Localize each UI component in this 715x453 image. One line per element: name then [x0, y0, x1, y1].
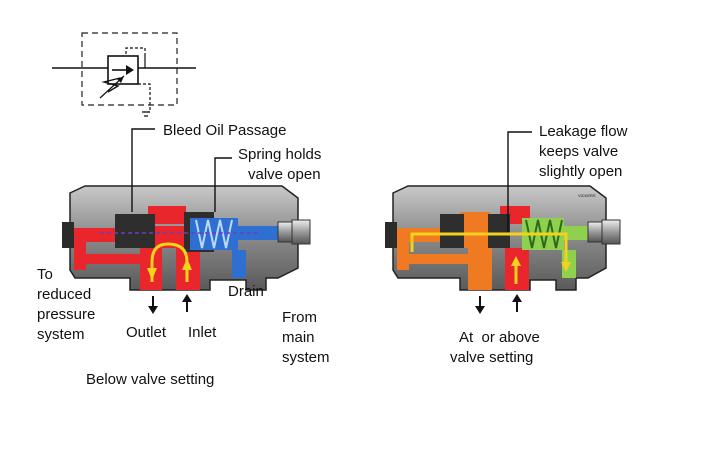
left-reduced-port-left [74, 242, 86, 270]
symbol-drain-line [138, 83, 151, 113]
slightly-open-label: slightly open [539, 163, 622, 180]
left-flow-down-arrow [147, 268, 157, 280]
right-end-plug [385, 222, 397, 248]
left-spring-icon [195, 219, 233, 249]
left-flow-up-arrow [182, 258, 192, 270]
left-inlet-arrow-head [182, 294, 192, 302]
left-valve-cutaway [62, 185, 311, 314]
from-main-label-1: From [282, 309, 317, 326]
to-reduced-label-3: pressure [37, 306, 95, 323]
symbol-spring-icon [101, 77, 121, 93]
right-spool-body [440, 214, 464, 248]
left-flow-path [150, 242, 189, 282]
symbol-pilot-line [125, 47, 146, 56]
right-reduced-port-left [397, 242, 409, 270]
right-valve-cutaway: VICKERS [385, 185, 621, 314]
from-main-label-3: system [282, 349, 330, 366]
valve-setting-caption: valve setting [450, 349, 533, 366]
drain-label: Drain [228, 283, 264, 300]
from-main-label-2: main [282, 329, 315, 346]
bleed-oil-passage-label: Bleed Oil Passage [163, 122, 286, 139]
left-drain-port [232, 250, 246, 278]
left-spool-chamber [148, 206, 186, 224]
symbol-pilot-boundary [81, 32, 178, 106]
spring-leader-line [214, 157, 232, 212]
right-outlet-port [468, 248, 492, 290]
keeps-valve-label: keeps valve [539, 143, 618, 160]
left-callouts: Bleed Oil Passage Spring holds valve ope… [37, 122, 330, 388]
right-spool-mid [488, 214, 510, 248]
inlet-label: Inlet [188, 324, 217, 341]
right-leakage-flow-path [410, 232, 568, 266]
pressure-reducing-valve-symbol [52, 32, 196, 117]
leakage-flow-label: Leakage flow [539, 123, 628, 140]
to-reduced-label-2: reduced [37, 286, 91, 303]
right-spool-left-chamber [460, 212, 490, 248]
right-callouts: Leakage flow keeps valve slightly open A… [450, 123, 628, 366]
bleed-leader-line [131, 128, 155, 212]
valve-open-label: valve open [248, 166, 321, 183]
right-spring-icon [525, 219, 563, 249]
left-end-plug [62, 222, 74, 248]
right-reduced-channel [409, 254, 475, 264]
right-outlet-arrow-head [475, 306, 485, 314]
below-valve-setting-caption: Below valve setting [86, 371, 214, 388]
left-spool-body [115, 214, 155, 248]
symbol-arrow-icon [126, 65, 134, 75]
outlet-label: Outlet [126, 324, 167, 341]
left-outlet-arrow-head [148, 306, 158, 314]
at-or-above-caption: At or above [459, 329, 540, 346]
leakage-leader-line [507, 131, 532, 232]
spring-holds-label: Spring holds [238, 146, 321, 163]
to-reduced-label-1: To [37, 266, 53, 283]
left-reduced-channel [86, 254, 160, 264]
symbol-drain-icon [142, 111, 150, 117]
to-reduced-label-4: system [37, 326, 85, 343]
right-body-stamp: VICKERS [578, 193, 596, 198]
right-inlet-flow-arrow [511, 256, 521, 266]
right-inlet-arrow-head [512, 294, 522, 302]
right-spring-bore [564, 226, 588, 240]
symbol-adjust-arrow-head [117, 76, 124, 83]
left-locknut [291, 219, 311, 245]
left-reduced-bore [74, 228, 124, 242]
right-leakage-arrow [561, 262, 571, 272]
right-locknut [601, 219, 621, 245]
